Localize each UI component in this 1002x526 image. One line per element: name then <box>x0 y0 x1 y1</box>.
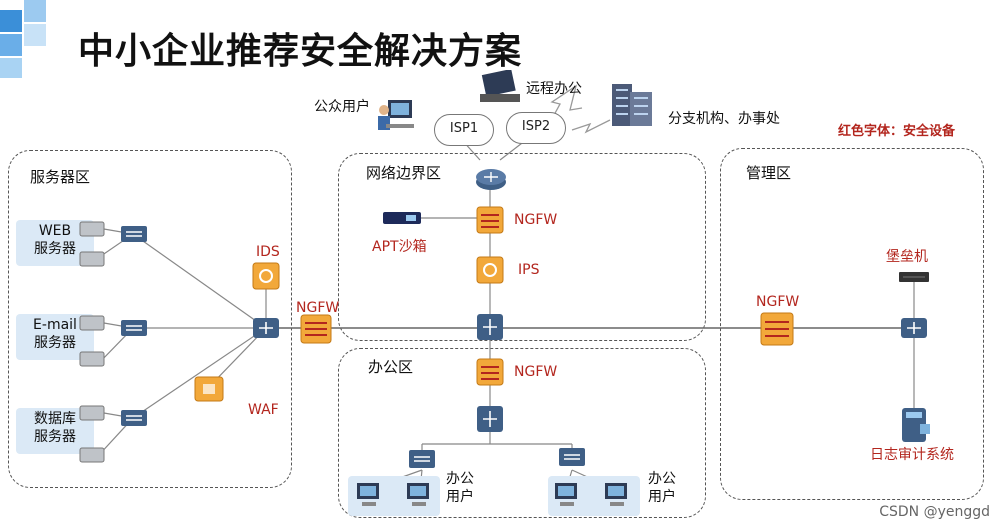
core-switch-icon <box>477 314 503 340</box>
firewall-icon <box>476 206 504 234</box>
ips-label: IPS <box>518 262 540 278</box>
office-users-line-2: 用户 <box>446 489 474 505</box>
server-zone <box>8 150 292 488</box>
isp2-cloud: ISP2 <box>506 112 566 144</box>
ngfw-core-label: NGFW <box>296 300 340 316</box>
firewall-icon <box>760 312 794 346</box>
switch-icon <box>121 320 147 336</box>
server-zone-label: 服务器区 <box>30 168 91 186</box>
log-audit-label: 日志审计系统 <box>870 447 954 463</box>
laptop-icon <box>480 70 520 102</box>
web-server-label-1: WEB <box>38 223 72 239</box>
db-server-label-2: 服务器 <box>34 429 76 445</box>
office-users-label: 办公 用户 <box>648 470 676 506</box>
email-server-label-1: E-mail <box>33 317 77 333</box>
ids-icon <box>252 262 280 290</box>
legend-text: 红色字体：安全设备 <box>838 124 956 139</box>
office-users-label: 办公 用户 <box>446 470 474 506</box>
border-zone <box>338 153 706 341</box>
db-server-label-1: 数据库 <box>34 411 76 427</box>
logo-mark <box>0 0 60 80</box>
office-users-line-2: 用户 <box>648 489 676 505</box>
ngfw-office-label: NGFW <box>514 364 558 380</box>
router-icon <box>476 169 506 190</box>
switch-icon <box>409 450 435 468</box>
ips-icon <box>476 256 504 284</box>
ids-label: IDS <box>256 244 280 260</box>
apt-sandbox-label: APT沙箱 <box>372 239 427 255</box>
bastion-host-icon <box>899 272 929 282</box>
remote-office-label: 远程办公 <box>526 81 582 97</box>
server-icon <box>79 221 105 267</box>
firewall-icon <box>476 358 504 386</box>
pc-icon <box>407 483 429 506</box>
mgmt-zone-label: 管理区 <box>746 164 792 182</box>
email-server-label-2: 服务器 <box>34 335 76 351</box>
pc-icon <box>555 483 577 506</box>
border-zone-label: 网络边界区 <box>366 164 442 182</box>
isp1-label: ISP1 <box>449 121 479 136</box>
ngfw-mgmt-label: NGFW <box>756 294 800 310</box>
web-server-label-2: 服务器 <box>34 241 76 257</box>
firewall-icon <box>300 314 332 344</box>
office-zone-label: 办公区 <box>368 358 414 376</box>
switch-icon <box>901 318 927 338</box>
ngfw-border-label: NGFW <box>514 212 558 228</box>
office-users-line-1: 办公 <box>446 471 474 487</box>
public-user-label: 公众用户 <box>314 99 370 115</box>
log-audit-icon <box>902 408 930 442</box>
branch-label: 分支机构、办事处 <box>668 111 780 127</box>
server-icon <box>79 405 105 463</box>
waf-label: WAF <box>248 402 279 418</box>
waf-icon <box>194 376 224 402</box>
switch-icon <box>121 226 147 242</box>
switch-icon <box>559 448 585 466</box>
pc-icon <box>605 483 627 506</box>
mgmt-zone <box>720 148 984 500</box>
footer-watermark: CSDN @yenggd <box>879 504 990 520</box>
core-switch-icon <box>253 318 279 338</box>
branch-building-icon <box>612 84 652 126</box>
switch-icon <box>477 406 503 432</box>
apt-sandbox-icon <box>383 212 421 224</box>
office-zone <box>338 348 706 518</box>
bastion-label: 堡垒机 <box>886 249 928 265</box>
isp2-label: ISP2 <box>521 119 551 134</box>
pc-icon <box>357 483 379 506</box>
public-user-icon <box>378 100 414 130</box>
switch-icon <box>121 410 147 426</box>
office-users-line-1: 办公 <box>648 471 676 487</box>
page-title: 中小企业推荐安全解决方案 <box>78 31 523 72</box>
isp1-cloud: ISP1 <box>434 114 494 146</box>
server-icon <box>79 315 105 367</box>
